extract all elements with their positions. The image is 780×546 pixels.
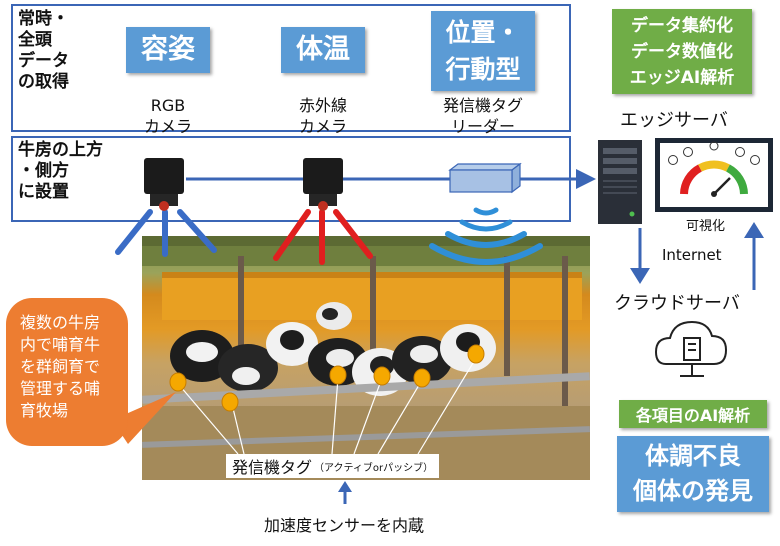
acquisition-label: 常時・ 全頭 データ の取得	[18, 9, 69, 92]
infrared-camera-icon	[303, 158, 343, 211]
rgb-camera-view-lines	[115, 209, 217, 257]
rgb-camera-icon	[144, 158, 184, 211]
farm-callout-text: 複数の牛房 内で哺育牛 を群飼育で 管理する哺 育牧場	[20, 313, 101, 420]
appearance-box: 容姿	[126, 27, 210, 73]
tag-reader-icon	[448, 162, 522, 194]
rgb-camera-label: RGB カメラ	[143, 96, 192, 136]
infrared-camera-label: 赤外線 カメラ	[298, 96, 347, 136]
sensor-note: 加速度センサーを内蔵	[264, 516, 425, 535]
cloud-server-label: クラウドサーバ	[614, 293, 740, 314]
edge-functions-box: データ集約化 データ数値化 エッジAI解析	[612, 9, 752, 94]
ear-tags	[169, 344, 485, 412]
callout-pointer	[112, 392, 176, 444]
tag-label-box: 発信機タグ （アクティブorパッシブ）	[226, 454, 440, 478]
radio-wave-icon	[429, 207, 543, 265]
tag-pointer-lines	[179, 357, 477, 455]
calf-group	[170, 302, 496, 396]
visualize-label: 可視化	[686, 219, 726, 234]
ai-analysis-box: 各項目のAI解析	[619, 400, 767, 428]
installation-label: 牛房の上方 ・側方 に設置	[18, 140, 103, 202]
tag-note: （アクティブorパッシブ）	[314, 462, 434, 474]
cloud-down-arrow	[630, 228, 650, 284]
tag-label: 発信機タグ	[232, 458, 313, 477]
sensor-up-arrow	[338, 481, 352, 504]
position-behavior-box: 位置・ 行動型	[431, 11, 535, 91]
tag-reader-label: 発信機タグ リーダー	[442, 96, 523, 136]
temperature-box: 体温	[281, 27, 365, 73]
cloud-up-arrow	[744, 222, 764, 290]
edge-server-label: エッジサーバ	[620, 110, 728, 131]
infrared-beams	[273, 209, 373, 265]
cloud-server-icon	[654, 320, 728, 377]
edge-server-icon	[598, 140, 642, 224]
data-flow-arrowhead	[576, 169, 596, 189]
farm-callout	[6, 298, 128, 446]
internet-label: Internet	[662, 246, 722, 264]
visualization-monitor-icon	[655, 138, 773, 212]
result-box: 体調不良 個体の発見	[617, 436, 769, 512]
